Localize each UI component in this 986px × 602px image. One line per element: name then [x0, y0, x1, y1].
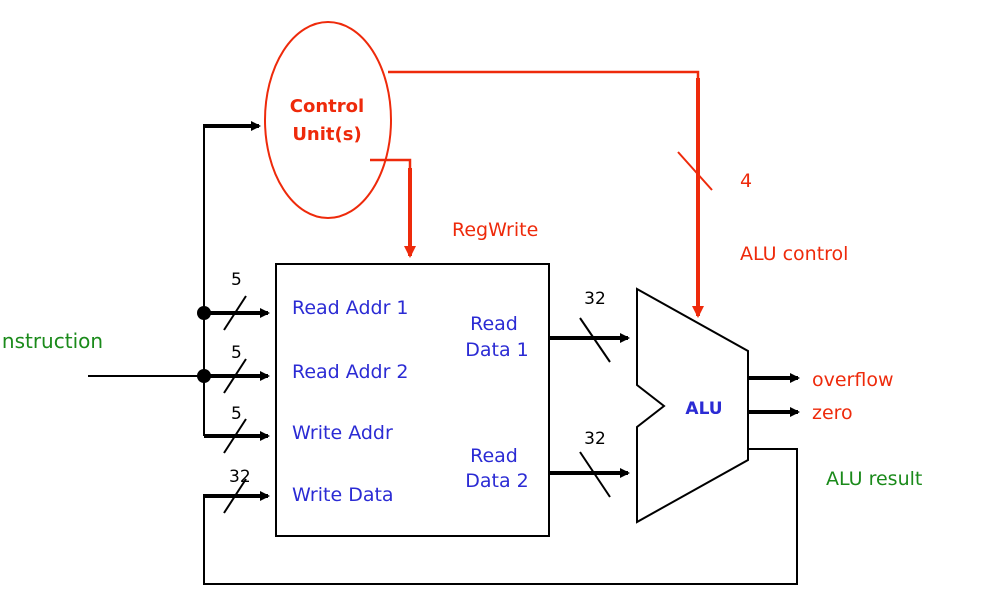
- bus-width-slash: [579, 451, 611, 498]
- bus-width-slash: [579, 317, 611, 363]
- zero-label: zero: [812, 402, 853, 424]
- read-data-1-label-line1: Read: [470, 313, 518, 335]
- read-data-2-width: 32: [584, 429, 606, 449]
- overflow-label: overflow: [812, 369, 894, 391]
- read-addr-1-width: 5: [231, 270, 242, 290]
- regwrite-label: RegWrite: [452, 219, 538, 241]
- instruction-label: Instruction: [0, 329, 103, 353]
- read-data-1-label-line2: Data 1: [465, 339, 529, 361]
- alu-label: ALU: [685, 399, 722, 419]
- write-addr-width: 5: [231, 404, 242, 424]
- read-data-2-label-line2: Data 2: [465, 470, 529, 492]
- alu-control-label: ALU control: [740, 243, 848, 265]
- alu-control-width-label: 4: [740, 170, 752, 192]
- read-addr-1-label: Read Addr 1: [292, 297, 409, 319]
- control-unit-label-line1: Control: [290, 96, 364, 117]
- write-addr-label: Write Addr: [292, 422, 393, 444]
- write-data-wire: [203, 449, 798, 585]
- write-data-width: 32: [229, 467, 251, 487]
- register-file-box: [275, 263, 550, 537]
- bus-width-slash: [223, 358, 247, 394]
- alu-result-label: ALU result: [826, 468, 922, 490]
- control-unit-label-line2: Unit(s): [292, 124, 361, 145]
- alu-control-width-slash: [677, 151, 713, 191]
- read-addr-2-width: 5: [231, 343, 242, 363]
- alu-control-wire: [388, 70, 700, 80]
- bus-width-slash: [223, 418, 247, 454]
- bus-width-slash: [223, 295, 247, 331]
- bus-width-slash: [223, 478, 247, 514]
- alu-shape: [636, 287, 749, 524]
- read-data-2-label-line1: Read: [470, 445, 518, 467]
- write-data-label: Write Data: [292, 484, 394, 506]
- read-addr-2-label: Read Addr 2: [292, 361, 409, 383]
- read-data-1-width: 32: [584, 289, 606, 309]
- control-unit-ellipse: [264, 21, 392, 219]
- regwrite-wire: [370, 158, 412, 170]
